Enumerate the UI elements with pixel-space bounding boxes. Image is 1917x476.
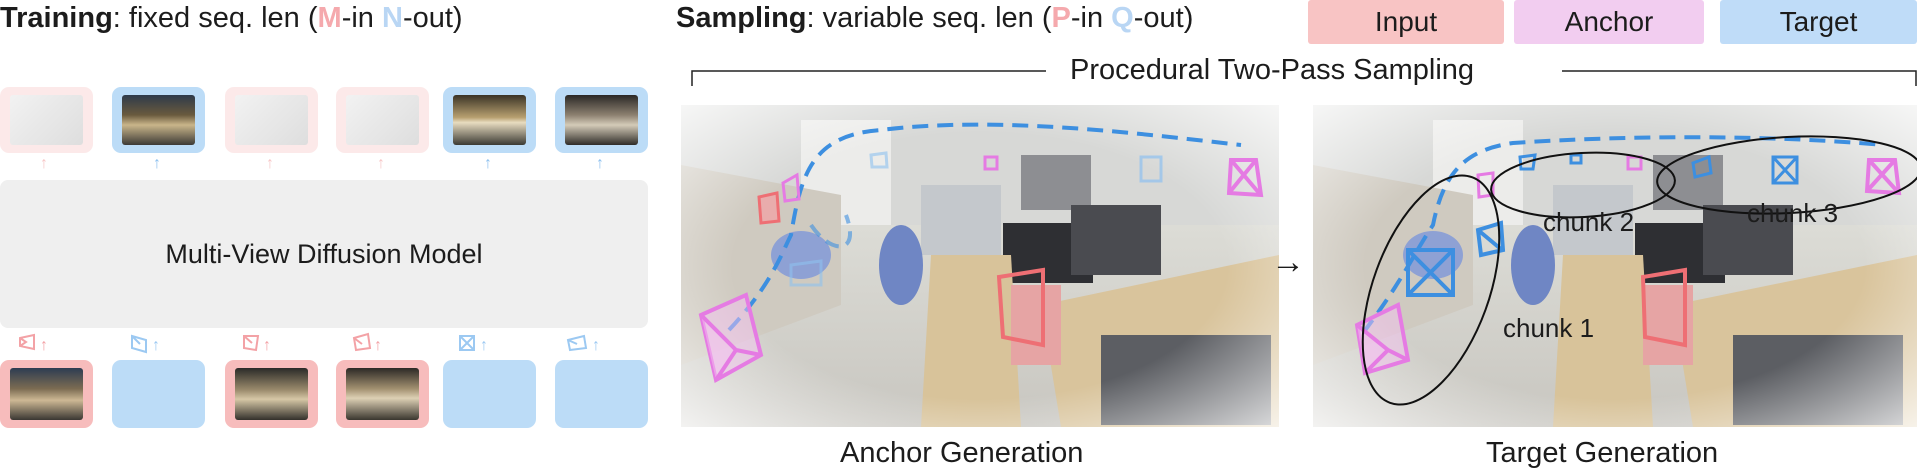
- camera-icon: ↑: [131, 334, 160, 354]
- multi-view-diffusion-model: Multi-View Diffusion Model: [0, 180, 648, 328]
- shelf-photo: [235, 368, 308, 420]
- up-arrow-icon: ↑: [377, 155, 385, 172]
- training-camera-icons: ↑ ↑ ↑ ↑ ↑ ↑: [19, 332, 600, 354]
- anchor-camera-icon: [1626, 155, 1643, 171]
- chunk-1-ellipse: [1361, 174, 1501, 406]
- anchor-camera-icon: [1354, 302, 1411, 376]
- sampling-heading: Sampling: variable seq. len (P-in Q-out): [676, 2, 1194, 34]
- legend-target: Target: [1720, 0, 1917, 44]
- target-camera-icon: [789, 151, 889, 287]
- input-camera-icon: [1640, 267, 1687, 348]
- up-arrow-icon: ↑: [266, 155, 274, 172]
- output-frame-target: [555, 87, 648, 153]
- input-frame: [336, 360, 429, 428]
- legend-anchor: Anchor: [1514, 0, 1704, 44]
- office-scene-image: [1313, 105, 1917, 427]
- svg-text:↑: ↑: [374, 337, 382, 354]
- right-arrow-icon: →: [1271, 243, 1305, 281]
- target-scene: chunk 1 chunk 2 chunk 3: [1313, 105, 1917, 427]
- svg-text:↑: ↑: [263, 337, 271, 354]
- shelf-photo: [122, 95, 195, 145]
- up-arrow-icon: ↑: [153, 155, 161, 172]
- chunk-3-ellipse: [1656, 135, 1917, 215]
- output-frame-faint: [225, 87, 318, 153]
- chunk-2-ellipse: [1490, 151, 1676, 219]
- target-camera-icon: [1691, 154, 1713, 179]
- target-generation-caption: Target Generation: [1486, 437, 1719, 469]
- anchor-camera-trajectory: [698, 122, 1264, 384]
- target-camera-trajectory: [1354, 135, 1917, 406]
- anchor-camera-icon: [698, 292, 764, 384]
- target-camera-icon: [1771, 155, 1799, 185]
- shelf-photo: [346, 368, 419, 420]
- output-frame-target: [443, 87, 536, 153]
- training-heading: Training: fixed seq. len (M-in N-out): [0, 2, 463, 34]
- procedural-title: Procedural Two-Pass Sampling: [1070, 54, 1475, 86]
- svg-text:↑: ↑: [40, 337, 48, 354]
- shelf-photo: [10, 368, 83, 420]
- camera-icon: ↑: [352, 332, 382, 354]
- up-arrow-icon: ↑: [40, 155, 48, 172]
- anchor-generation-caption: Anchor Generation: [840, 437, 1084, 469]
- up-arrow-icon: ↑: [596, 155, 604, 172]
- anchor-camera-icon: [983, 155, 999, 171]
- legend-input: Input: [1308, 0, 1504, 44]
- anchor-camera-icon: [1226, 158, 1264, 198]
- target-camera-icon: [1475, 220, 1506, 258]
- procedural-bracket: [691, 70, 1917, 86]
- anchor-camera-icon: [781, 172, 801, 203]
- input-frame: [225, 360, 318, 428]
- target-camera-icon: [1139, 155, 1163, 183]
- shelf-photo: [453, 95, 526, 145]
- input-camera-icon: [996, 267, 1045, 348]
- camera-icon: ↑: [566, 334, 600, 354]
- target-frame-empty: [555, 360, 648, 428]
- chunk-3-label: chunk 3: [1747, 198, 1839, 228]
- target-camera-icon: [1569, 153, 1583, 165]
- shelf-photo: [565, 95, 638, 145]
- input-camera-icon: [757, 191, 781, 225]
- camera-icon: ↑: [459, 335, 488, 354]
- output-frame-target: [112, 87, 205, 153]
- chunk-1-label: chunk 1: [1503, 313, 1595, 343]
- anchor-scene: [681, 105, 1279, 427]
- camera-icon: ↑: [19, 333, 48, 354]
- svg-text:↑: ↑: [592, 337, 600, 354]
- target-camera-icon: [1406, 248, 1455, 297]
- up-arrow-icon: ↑: [484, 155, 492, 172]
- anchor-camera-icon: [1864, 158, 1902, 196]
- output-frame-faint: [336, 87, 429, 153]
- svg-text:↑: ↑: [152, 337, 160, 354]
- camera-icon: ↑: [243, 335, 271, 354]
- target-frame-empty: [112, 360, 205, 428]
- svg-text:↑: ↑: [480, 337, 488, 354]
- chunk-2-label: chunk 2: [1543, 207, 1635, 237]
- target-frame-empty: [443, 360, 536, 428]
- input-frame: [0, 360, 93, 428]
- output-frame-faint: [0, 87, 93, 153]
